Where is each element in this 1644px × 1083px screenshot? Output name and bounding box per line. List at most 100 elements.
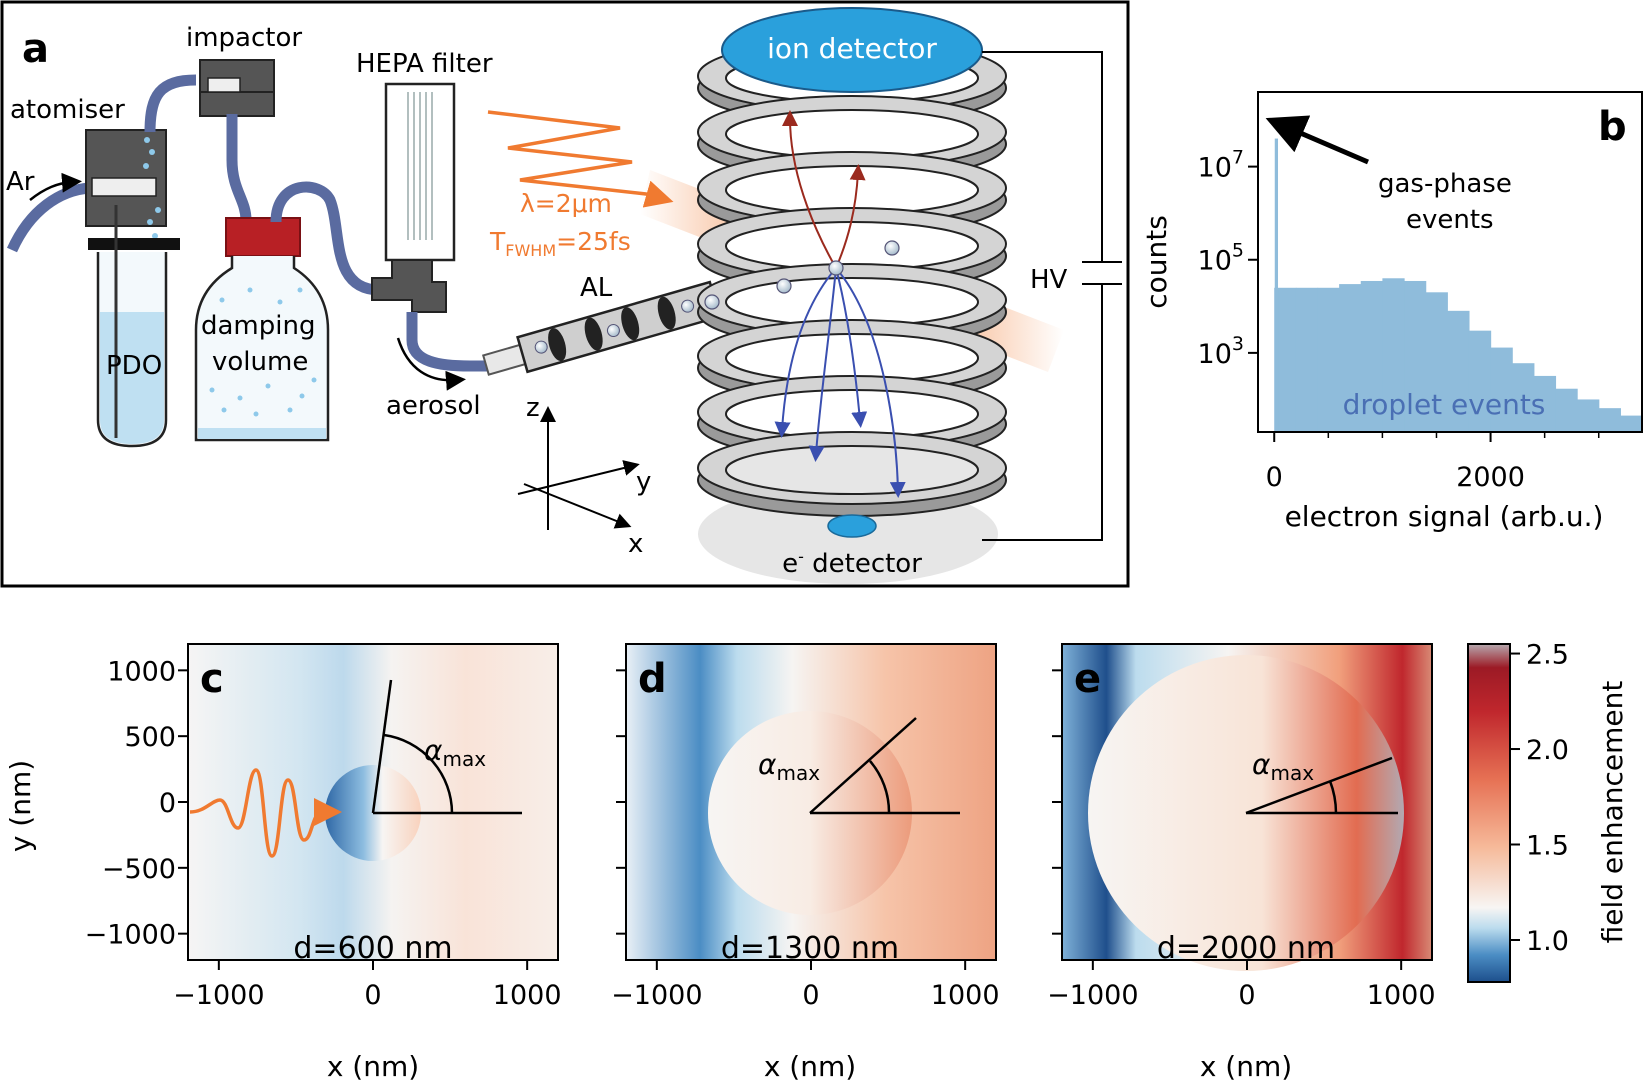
colorbar-tick-label: 1.0: [1526, 926, 1569, 957]
ar-inlet-tube: [6, 182, 91, 253]
histogram-bar: [1555, 388, 1578, 432]
histogram-bar: [1425, 292, 1448, 432]
axis-x-label: x: [628, 529, 643, 559]
histogram-bar: [1295, 287, 1319, 432]
hepa-fibers: [407, 92, 433, 240]
map-e-angle: [1245, 756, 1398, 815]
hv-label: HV: [1030, 265, 1068, 295]
map-y-tick-label: 0: [159, 788, 176, 819]
map-e-alpha: αmax: [1252, 748, 1314, 785]
map-c-xlabel: x (nm): [327, 1050, 419, 1083]
tube-atomiser-impactor: [144, 74, 197, 133]
damping-label-line1: damping: [201, 311, 315, 341]
gas-phase-annotation-line2: events: [1406, 205, 1494, 235]
histogram-bar: [1468, 330, 1492, 432]
damping-droplets: [209, 287, 317, 417]
atomiser-label: atomiser: [10, 95, 125, 125]
impactor-block-bottom: [199, 91, 275, 117]
colorbar-label: field enhancement: [1596, 681, 1629, 944]
colorbar-tick-label: 2.5: [1526, 640, 1569, 671]
lens-apertures: [548, 296, 676, 362]
histogram-bar: [1317, 287, 1340, 432]
damping-cap: [225, 217, 301, 257]
histogram-bar: [1533, 375, 1557, 432]
map-x-tick-label: 1000: [931, 980, 1000, 1011]
panel-a-label: a: [22, 26, 49, 72]
atomiser-spray: [143, 137, 161, 239]
map-x-tick-label: −1000: [1047, 980, 1138, 1011]
tfwhm-label: TFWHM=25fs: [489, 227, 631, 260]
hv-circuit: [982, 51, 1122, 541]
x-tick-label: 0: [1266, 462, 1283, 493]
histogram-bar: [1577, 399, 1600, 432]
y-tick-label: 107: [1198, 147, 1244, 184]
panel-a-frame: [0, 0, 1130, 588]
incident-pulse: [189, 768, 342, 858]
histogram-bar: [1447, 310, 1470, 432]
pdo-label: PDO: [106, 351, 162, 381]
aerosol-label: aerosol: [386, 391, 481, 421]
map-d-xlabel: x (nm): [764, 1050, 856, 1083]
colorbar-gradient: [1467, 643, 1511, 983]
droplet-annotation: droplet events: [1343, 388, 1546, 421]
histogram: [1274, 138, 1643, 432]
map-y-tick-label: 1000: [107, 656, 176, 687]
map-x-tick-label: 0: [364, 980, 381, 1011]
ar-label: Ar: [6, 167, 35, 197]
electrode-ring: [697, 431, 1007, 517]
wavelength-label: λ=2μm: [520, 189, 612, 218]
map-x-tick-label: 1000: [493, 980, 562, 1011]
histogram-ylabel: counts: [1140, 215, 1173, 309]
tube-impactor-damping: [226, 114, 252, 221]
e-detector-label: e- detector: [782, 547, 922, 579]
axis-y-label: y: [636, 467, 651, 497]
map-e-xlabel: x (nm): [1200, 1050, 1292, 1083]
gas-phase-annotation-line1: gas-phase: [1378, 169, 1512, 199]
histogram-bar: [1274, 287, 1297, 432]
coordinate-axes: z y x: [517, 393, 651, 559]
electrode-rings: [697, 39, 1007, 517]
x-tick-label: 2000: [1456, 462, 1525, 493]
colorbar: 2.5 2.0 1.5 1.0 field enhancement: [1467, 640, 1629, 983]
field-maps: αmax c d=600 nm αmax d d=1300 nm: [4, 643, 1436, 1083]
map-x-tick-label: −1000: [611, 980, 702, 1011]
map-x-tick-label: 0: [1238, 980, 1255, 1011]
gas-phase-arrow: [1265, 115, 1369, 165]
colorbar-tick-label: 1.5: [1526, 831, 1569, 862]
histogram-bar: [1620, 415, 1643, 432]
map-y-tick-label: 500: [124, 722, 176, 753]
map-x-tick-label: 1000: [1367, 980, 1436, 1011]
y-tick-label: 105: [1198, 240, 1244, 277]
damping-bottle: [194, 256, 330, 442]
map-panel-d: αmax d d=1300 nm: [625, 643, 997, 966]
map-e-label: e: [1074, 656, 1101, 702]
map-c-angle: [371, 679, 522, 815]
map-x-tick-label: −1000: [173, 980, 264, 1011]
map-panel-c: αmax c d=600 nm: [187, 643, 559, 966]
ion-trajectories: [782, 110, 866, 269]
histogram-bar: [1382, 278, 1405, 432]
al-label: AL: [580, 273, 613, 303]
hepa-label: HEPA filter: [356, 49, 493, 79]
hepa-tee: [371, 259, 447, 313]
axis-z-label: z: [526, 393, 540, 423]
map-d-angle: [809, 717, 960, 815]
damping-liquid: [198, 428, 326, 439]
map-ylabel: y (nm): [4, 760, 37, 852]
atomiser-channel: [91, 177, 157, 197]
panel-a: a Ar atomiser PDO impactor: [0, 0, 1130, 588]
gas-phase-bar: [1274, 138, 1279, 432]
colorbar-tick-label: 2.0: [1526, 735, 1569, 766]
map-d-alpha: αmax: [758, 748, 820, 785]
aerodynamic-lens: [482, 280, 722, 376]
histogram-bar: [1339, 284, 1362, 432]
histogram-xlabel: electron signal (arb.u.): [1285, 500, 1604, 533]
electrode-stack: ion detector e- detector: [697, 7, 1007, 584]
lens-particles: [534, 299, 695, 354]
panel-b-label: b: [1598, 104, 1627, 150]
laser-pulse: [487, 110, 674, 208]
